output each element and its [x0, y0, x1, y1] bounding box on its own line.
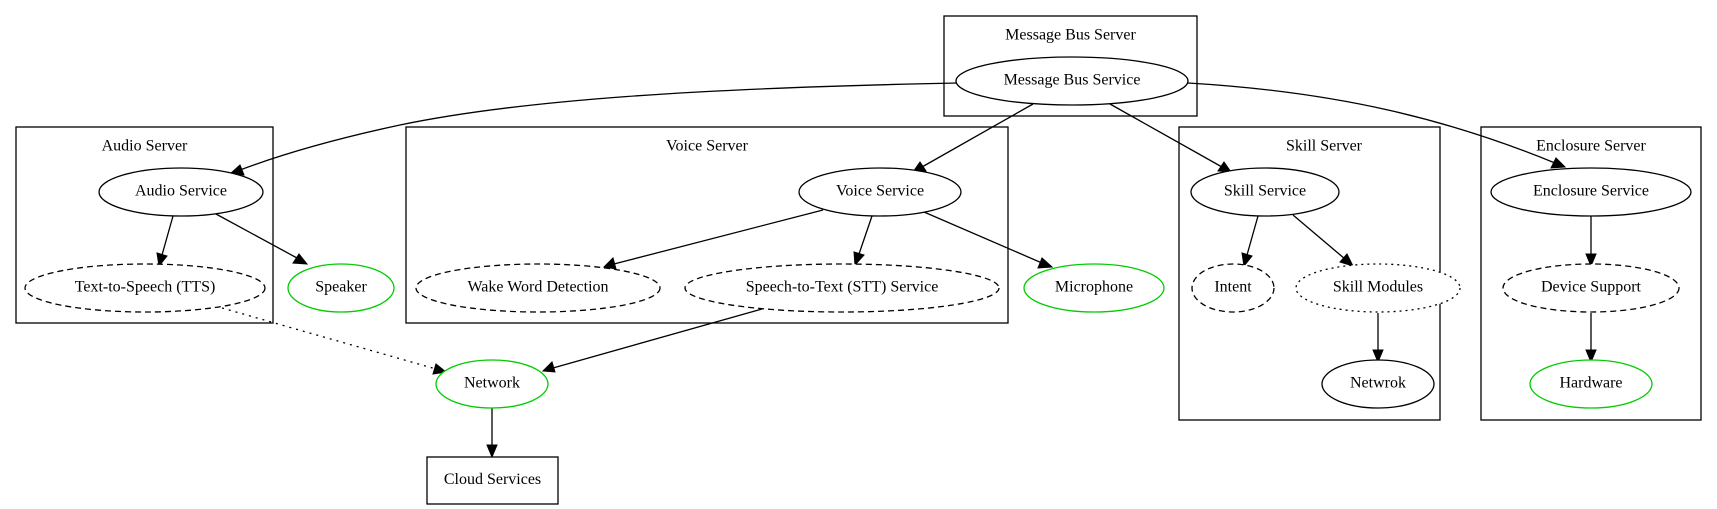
edges: [156, 82, 1597, 459]
speaker-ellipse: [287, 263, 395, 313]
node-wake-word: Wake Word Detection: [415, 263, 661, 313]
node-intent: Intent: [1191, 263, 1275, 313]
node-cloud-services: Cloud Services: [426, 456, 559, 505]
node-stt: Speech-to-Text (STT) Service: [684, 263, 1000, 313]
edge-skill-to-intent: [1241, 215, 1259, 268]
stt-ellipse: [684, 263, 1000, 313]
message-bus-service-label: Message Bus Service: [1004, 72, 1141, 89]
cluster-message-bus-server-label: Message Bus Server: [1005, 27, 1136, 44]
node-hardware: Hardware: [1529, 359, 1653, 409]
netwrok-ellipse: [1321, 359, 1435, 409]
network-ellipse: [435, 359, 549, 409]
skill-service-ellipse: [1190, 167, 1340, 217]
edge-skill-modules-to-netwrok: [1372, 313, 1384, 364]
enclosure-service-ellipse: [1490, 167, 1692, 217]
edge-audio-to-speaker: [215, 213, 309, 265]
node-speaker: Speaker: [287, 263, 395, 313]
edge-audio-to-tts: [156, 215, 174, 268]
cluster-enclosure-server-box: [1480, 126, 1702, 421]
microphone-ellipse: [1023, 263, 1165, 313]
microphone-label: Microphone: [1055, 279, 1133, 296]
node-device-support: Device Support: [1502, 263, 1680, 313]
tts-label: Text-to-Speech (TTS): [75, 279, 216, 296]
edge-tts-to-network: [221, 307, 448, 375]
skill-service-label: Skill Service: [1224, 183, 1306, 200]
cluster-skill-server-label: Skill Server: [1286, 138, 1363, 155]
node-netwrok: Netwrok: [1321, 359, 1435, 409]
cluster-enclosure-server-label: Enclosure Server: [1536, 138, 1646, 155]
cluster-message-bus-server-box: [943, 15, 1198, 117]
network-label: Network: [464, 375, 520, 392]
hardware-label: Hardware: [1559, 375, 1622, 392]
edge-voice-to-microphone: [923, 211, 1054, 269]
intent-ellipse: [1191, 263, 1275, 313]
speaker-label: Speaker: [315, 279, 367, 296]
node-network: Network: [435, 359, 549, 409]
node-message-bus-service: Message Bus Service: [955, 56, 1189, 106]
cluster-audio-server-label: Audio Server: [102, 138, 188, 155]
node-enclosure-service: Enclosure Service: [1490, 167, 1692, 217]
edge-message-bus-to-enclosure: [1187, 82, 1567, 169]
node-microphone: Microphone: [1023, 263, 1165, 313]
node-audio-service: Audio Service: [98, 167, 264, 217]
cluster-voice-server-label: Voice Server: [666, 138, 749, 155]
cluster-audio-server: Audio Server: [15, 126, 274, 324]
edge-enclosure-to-device-support: [1585, 216, 1597, 268]
audio-service-ellipse: [98, 167, 264, 217]
edge-skill-to-skill-modules: [1292, 214, 1354, 267]
intent-label: Intent: [1214, 279, 1252, 296]
edge-voice-to-wake-word: [602, 209, 824, 270]
tts-ellipse: [24, 263, 266, 313]
cluster-enclosure-server: Enclosure Server: [1480, 126, 1702, 421]
wake-word-label: Wake Word Detection: [467, 279, 608, 296]
cloud-services-box: [426, 456, 559, 505]
node-skill-modules: Skill Modules: [1295, 263, 1461, 313]
audio-service-label: Audio Service: [135, 183, 227, 200]
node-voice-service: Voice Service: [798, 167, 962, 217]
nodes: Message Bus Service Audio Service Text-t…: [24, 56, 1692, 505]
voice-service-label: Voice Service: [836, 183, 924, 200]
device-support-ellipse: [1502, 263, 1680, 313]
voice-service-ellipse: [798, 167, 962, 217]
stt-label: Speech-to-Text (STT) Service: [746, 279, 939, 296]
edge-device-support-to-hardware: [1585, 313, 1597, 364]
node-skill-service: Skill Service: [1190, 167, 1340, 217]
message-bus-service-ellipse: [955, 56, 1189, 106]
skill-modules-ellipse: [1295, 263, 1461, 313]
cluster-voice-server-box: [405, 126, 1009, 324]
enclosure-service-label: Enclosure Service: [1533, 183, 1649, 200]
cluster-voice-server: Voice Server: [405, 126, 1009, 324]
netwrok-label: Netwrok: [1350, 375, 1406, 392]
wake-word-ellipse: [415, 263, 661, 313]
edge-network-to-cloud: [486, 408, 498, 459]
cluster-audio-server-box: [15, 126, 274, 324]
cluster-message-bus-server: Message Bus Server: [943, 15, 1198, 117]
cloud-services-label: Cloud Services: [444, 471, 541, 488]
skill-modules-label: Skill Modules: [1333, 279, 1423, 296]
device-support-label: Device Support: [1541, 279, 1642, 296]
node-tts: Text-to-Speech (TTS): [24, 263, 266, 313]
edge-stt-to-network: [541, 308, 763, 373]
hardware-ellipse: [1529, 359, 1653, 409]
edge-voice-to-stt: [853, 215, 873, 267]
